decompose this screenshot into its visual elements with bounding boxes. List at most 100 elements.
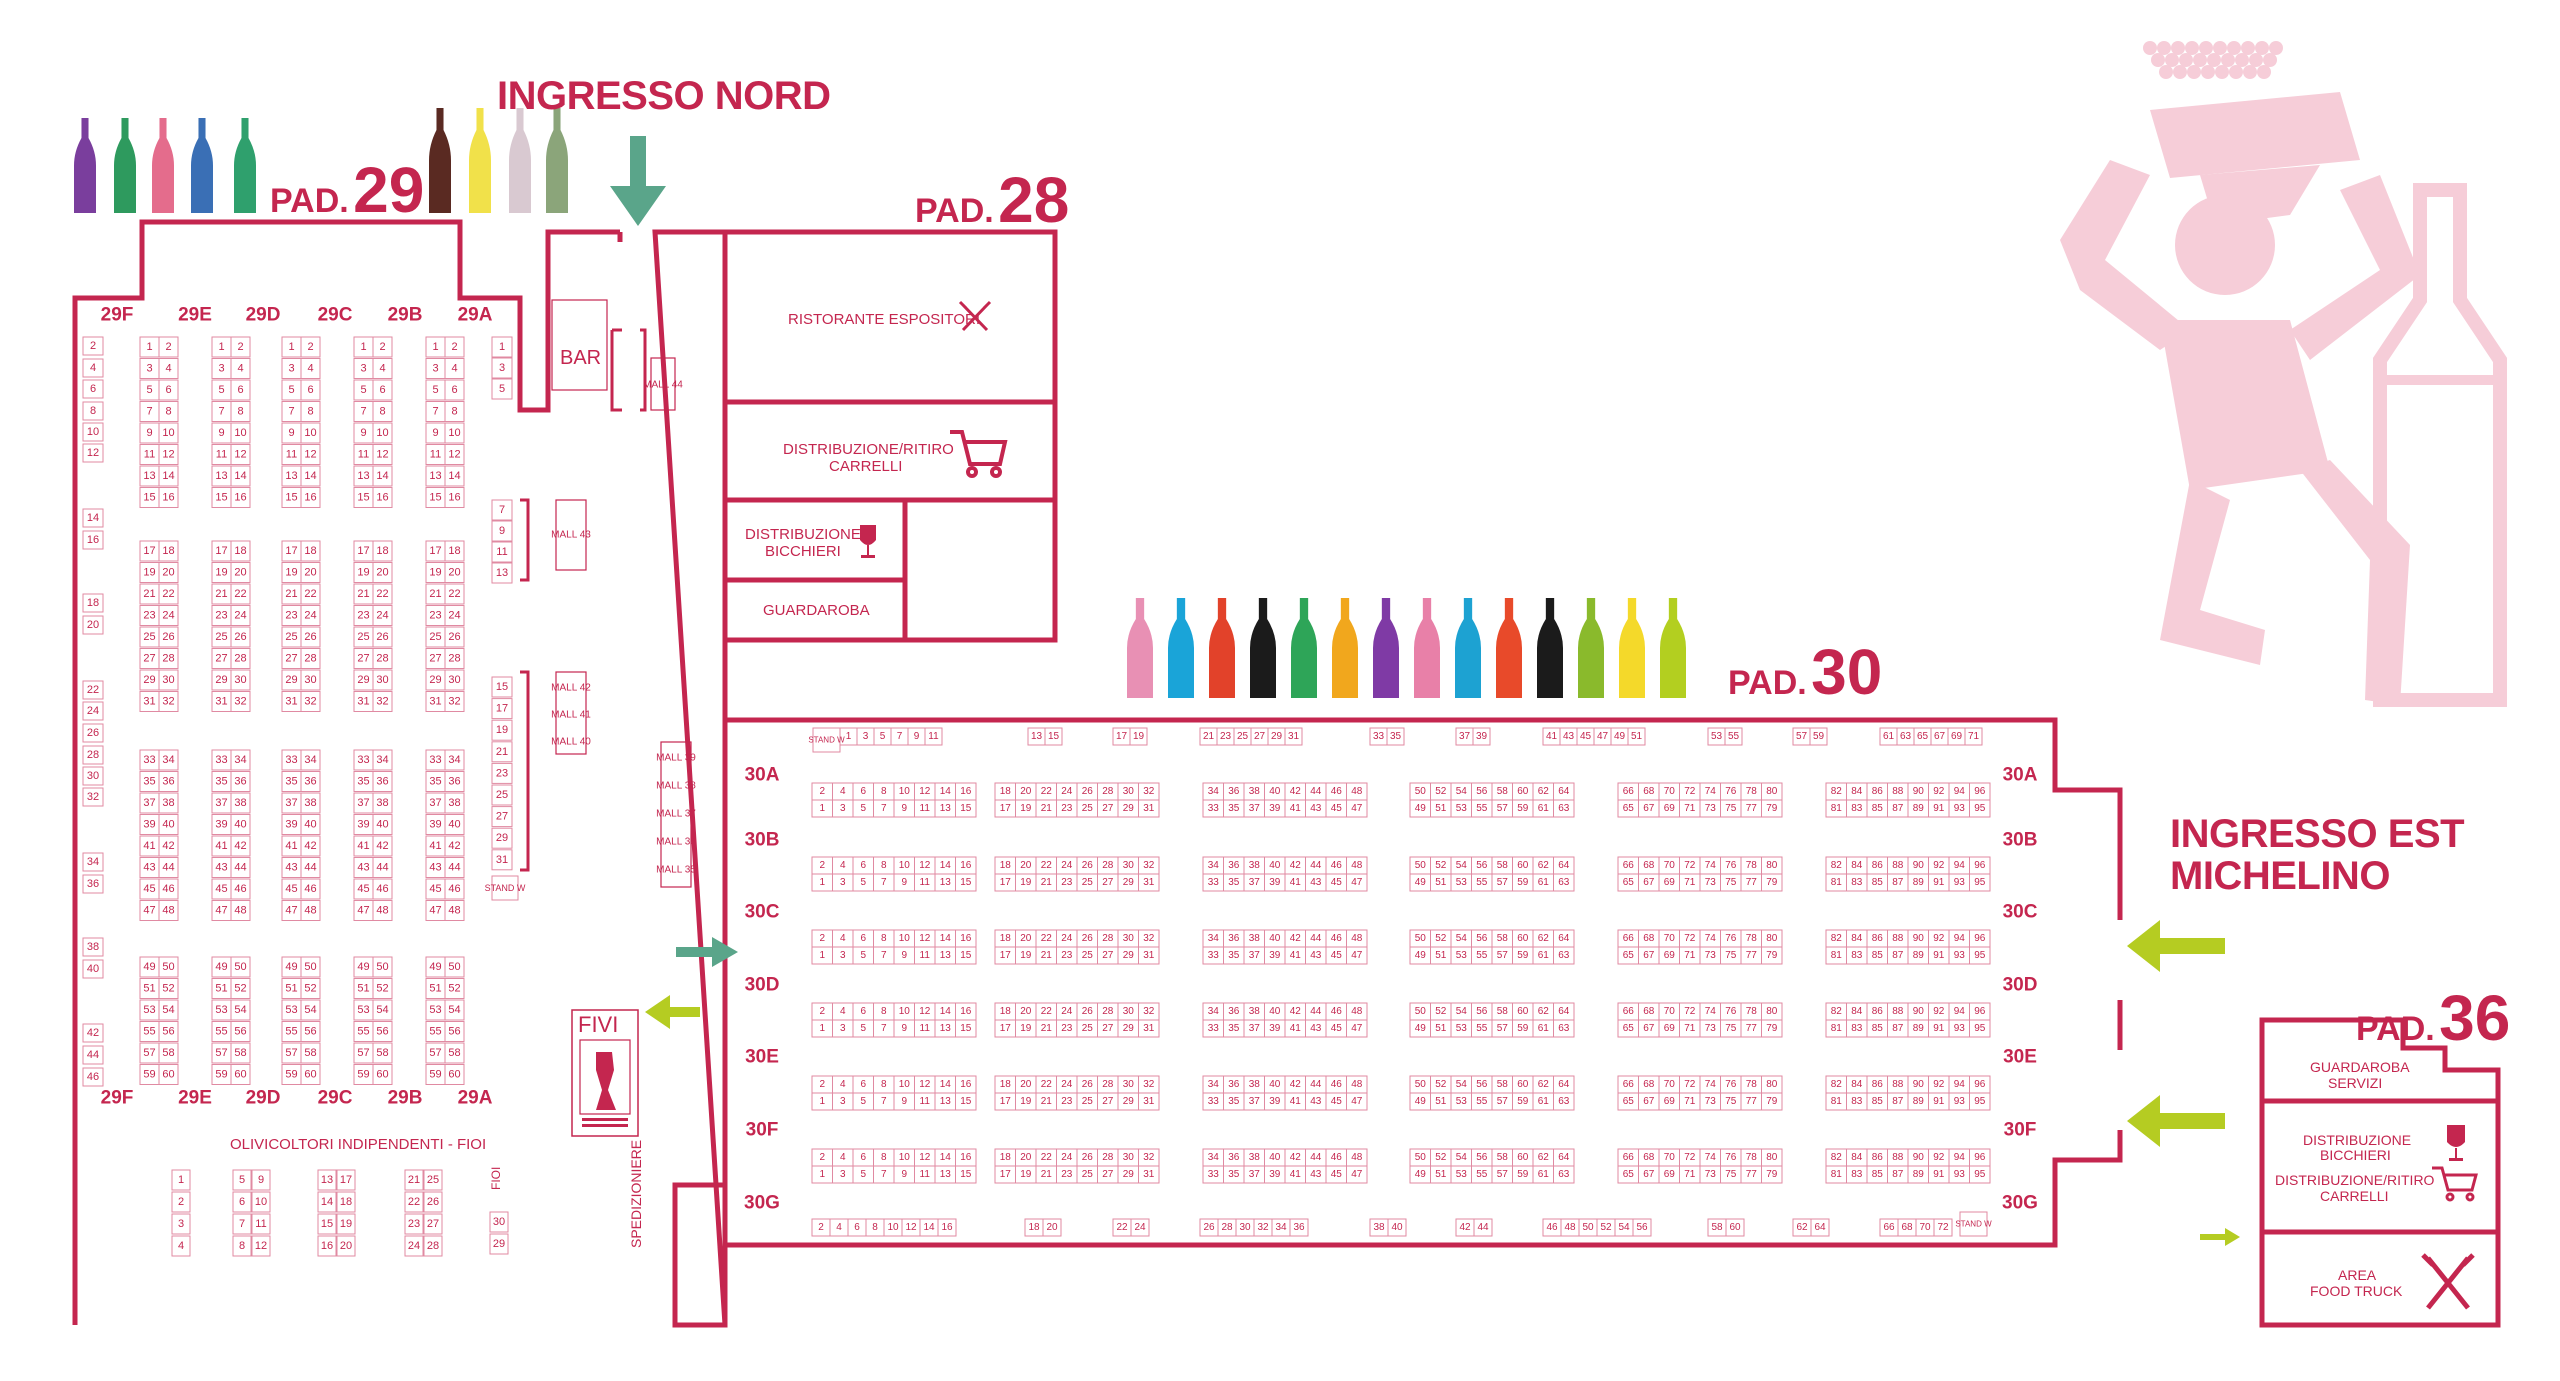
stand-30-even: 74 [1705, 1152, 1717, 1163]
stand-30-even: 20 [1020, 933, 1032, 944]
stand-29f-box [82, 530, 104, 550]
stand-29: 45 [215, 883, 227, 895]
stand-30-odd: 95 [1974, 1023, 1986, 1034]
stand-30-even: 92 [1933, 1152, 1945, 1163]
stand-30g: 26 [1203, 1222, 1215, 1233]
stand-30-even: 2 [819, 1152, 825, 1163]
stand-30-odd-box [1761, 1092, 1783, 1111]
stand-30-odd-box [1138, 946, 1160, 965]
stand-29-box [300, 1064, 321, 1085]
stand-30-even: 30 [1123, 933, 1135, 944]
stand-29: 5 [288, 384, 294, 396]
stand-29-box [444, 878, 465, 900]
stand-29a: 21 [496, 746, 508, 758]
stand-30-even: 90 [1913, 1079, 1925, 1090]
stand-30-even: 36 [1228, 933, 1240, 944]
stand-29: 1 [360, 341, 366, 353]
stand-29: 24 [162, 610, 174, 622]
stand-29f-box [82, 701, 104, 721]
stand-30g: 16 [941, 1222, 953, 1233]
stand-29: 4 [165, 363, 171, 375]
stand-30-odd: 49 [1415, 1023, 1427, 1034]
stand-29: 19 [357, 567, 369, 579]
stand-29: 43 [143, 862, 155, 874]
stand-30-even: 64 [1558, 786, 1570, 797]
stand-29: 6 [165, 384, 171, 396]
stand-29: 34 [448, 754, 460, 766]
stand-29: 2 [165, 341, 171, 353]
stand-29-box [230, 792, 251, 814]
stand-29: 53 [285, 1004, 297, 1016]
stand-fioi-box [404, 1169, 424, 1191]
stand-30g: 40 [1391, 1222, 1403, 1233]
stand-30-even: 68 [1643, 786, 1655, 797]
stand-w-box [812, 727, 841, 753]
stand-30-odd: 85 [1872, 1169, 1884, 1180]
stand-30-odd-box [955, 799, 977, 818]
stand-fioi-box [423, 1213, 443, 1235]
stand-30-even: 4 [840, 860, 846, 871]
stand-29-box [372, 900, 393, 921]
stand-30-odd: 73 [1705, 1169, 1717, 1180]
stand-30-even: 50 [1415, 786, 1427, 797]
stand-30-odd: 41 [1290, 803, 1302, 814]
stand-30-even: 28 [1102, 1006, 1114, 1017]
stand-30-even: 88 [1892, 860, 1904, 871]
stand-30-even: 96 [1974, 860, 1986, 871]
stand-30-even: 28 [1102, 1152, 1114, 1163]
stand-29: 41 [285, 840, 297, 852]
stand-30-odd-box [1138, 1019, 1160, 1038]
stand-30-even: 52 [1435, 933, 1447, 944]
stand-29: 33 [429, 754, 441, 766]
stand-30a-top: 15 [1048, 731, 1060, 742]
stand-29: 13 [215, 470, 227, 482]
stand-30-even: 26 [1082, 860, 1094, 871]
stand-29-box [158, 691, 179, 712]
stand-30-odd: 53 [1456, 1096, 1468, 1107]
stand-30-even: 94 [1954, 860, 1966, 871]
stand-30-odd: 63 [1558, 1169, 1570, 1180]
stand-29: 8 [307, 406, 313, 418]
stand-30-even: 38 [1249, 1079, 1261, 1090]
stand-29f: 38 [87, 941, 99, 953]
stand-30-odd: 1 [819, 1023, 825, 1034]
grapes-basket-icon [2143, 41, 2283, 79]
stand-29-box [444, 626, 465, 648]
stand-30-even: 80 [1766, 1079, 1778, 1090]
stand-30-odd: 87 [1892, 1169, 1904, 1180]
stand-30-odd: 3 [840, 1023, 846, 1034]
stand-29: 5 [146, 384, 152, 396]
stand-30-even: 18 [1000, 860, 1012, 871]
stand-30-odd: 81 [1831, 877, 1843, 888]
stand-30-even: 20 [1020, 1152, 1032, 1163]
stand-30-odd: 7 [881, 1023, 887, 1034]
stand-29-box [300, 749, 321, 771]
stand-29-box [372, 648, 393, 669]
stand-29-box [158, 749, 179, 771]
stand-29a-box [491, 827, 513, 849]
stand-30-odd: 77 [1746, 877, 1758, 888]
p36-bicchieri-1: DISTRIBUZIONE [2303, 1132, 2412, 1148]
stand-29-box [444, 358, 465, 379]
stand-30-even: 56 [1476, 1079, 1488, 1090]
stand-29: 7 [218, 406, 224, 418]
stand-30-even: 48 [1351, 1152, 1363, 1163]
stand-29-box [158, 835, 179, 857]
stand-29: 58 [234, 1047, 246, 1059]
stand-30-odd: 79 [1766, 877, 1778, 888]
stand-fioi: 22 [408, 1196, 420, 1208]
stand-29: 56 [234, 1026, 246, 1038]
stand-29-box [300, 626, 321, 648]
stand-30-even: 76 [1725, 933, 1737, 944]
stand-29-box [230, 749, 251, 771]
stand-fioi: 29 [493, 1238, 505, 1250]
stand-fioi-box [404, 1235, 424, 1257]
stand-29: 28 [162, 653, 174, 665]
stand-29: 32 [376, 696, 388, 708]
stand-30-even: 96 [1974, 786, 1986, 797]
fork-knife-icon [958, 300, 992, 332]
stand-30-odd: 69 [1664, 950, 1676, 961]
stand-29: 38 [234, 797, 246, 809]
stand-30-odd: 51 [1435, 803, 1447, 814]
stand-29: 31 [143, 696, 155, 708]
